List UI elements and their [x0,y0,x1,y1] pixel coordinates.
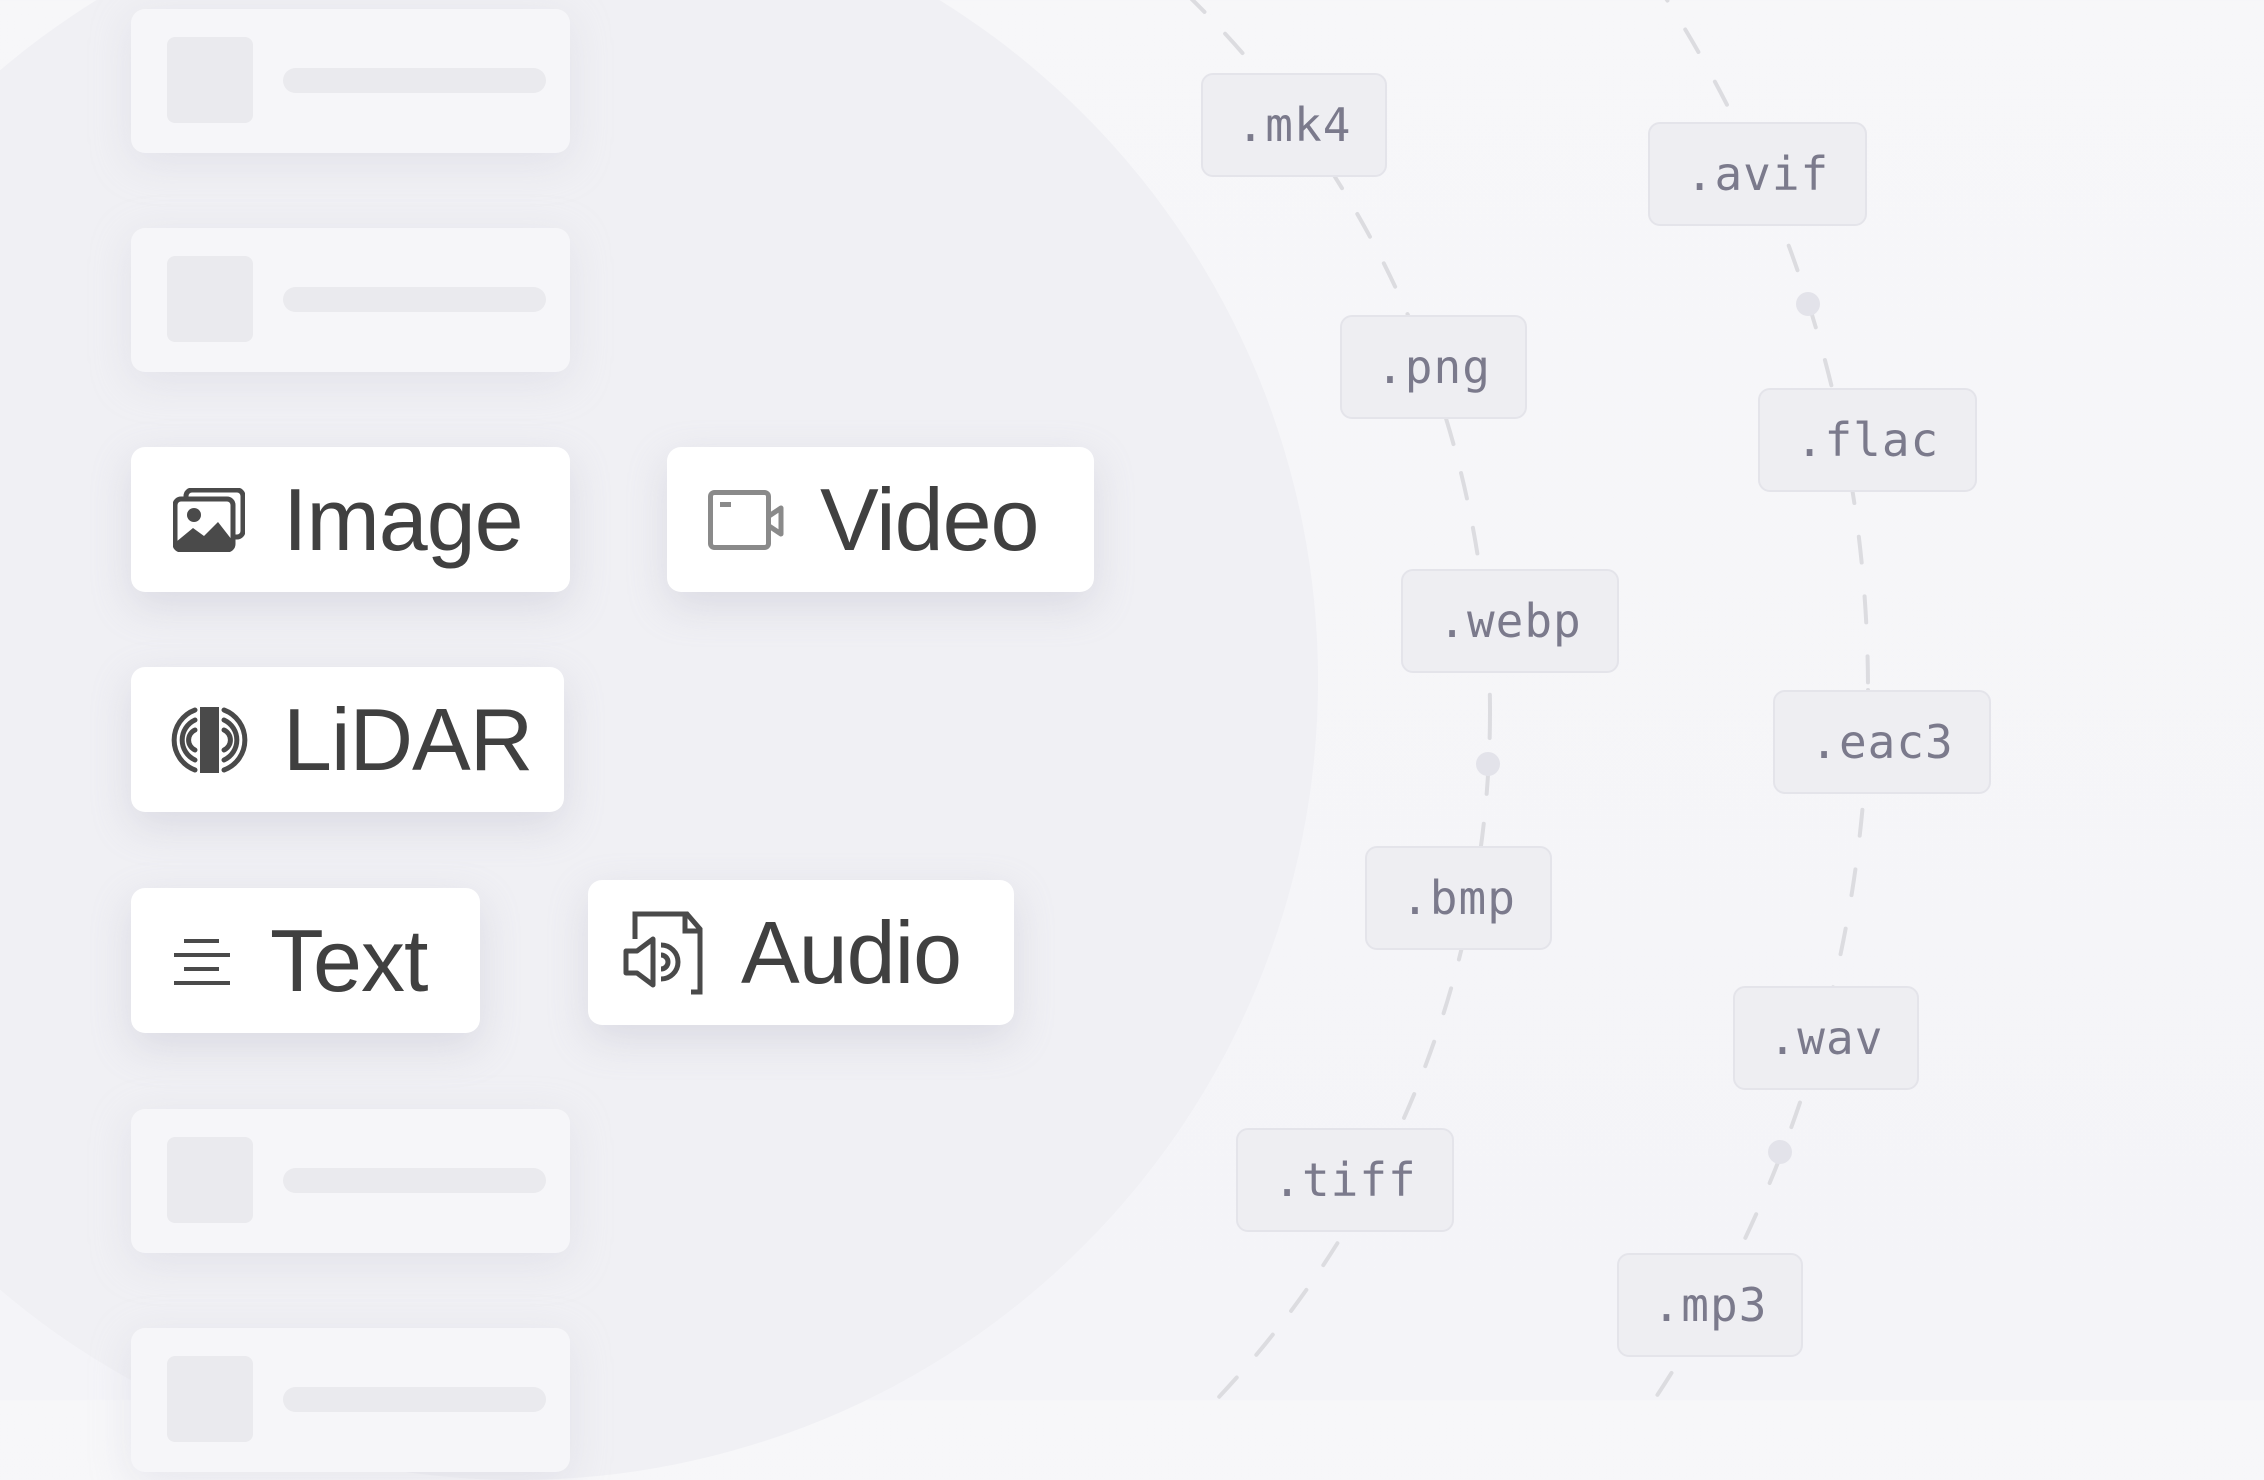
placeholder-text-bar [283,287,546,312]
data-type-card-audio[interactable]: Audio [588,880,1014,1025]
extension-chip-png: .png [1340,315,1527,419]
lidar-icon [165,706,255,774]
placeholder-card [131,228,570,372]
data-type-label: Text [270,910,428,1010]
inner-orbit [1189,0,1492,1400]
audio-file-icon [623,911,703,995]
placeholder-text-bar [283,68,546,93]
data-type-card-text[interactable]: Text [131,888,480,1033]
extension-chip-mp3: .mp3 [1617,1253,1803,1357]
extension-chip-avif: .avif [1648,122,1867,226]
text-lines-icon [174,937,230,985]
placeholder-thumbnail [167,1356,253,1442]
orbit-dot [1476,752,1500,776]
placeholder-thumbnail [167,37,253,123]
extension-chip-bmp: .bmp [1365,846,1552,950]
extension-chip-mk4: .mk4 [1201,73,1387,177]
extension-chip-tiff: .tiff [1236,1128,1454,1232]
data-type-label: Audio [741,902,962,1002]
orbit-dot [1768,1140,1792,1164]
data-type-card-image[interactable]: Image [131,447,570,592]
placeholder-text-bar [283,1168,546,1193]
placeholder-thumbnail [167,1137,253,1223]
extension-chip-wav: .wav [1733,986,1919,1090]
extension-chip-webp: .webp [1401,569,1619,673]
placeholder-card [131,1109,570,1253]
data-type-label: Video [820,469,1039,569]
data-type-label: Image [283,469,524,569]
placeholder-card [131,1328,570,1472]
extension-chip-eac3: .eac3 [1773,690,1991,794]
data-type-card-lidar[interactable]: LiDAR [131,667,564,812]
data-type-label: LiDAR [283,689,533,789]
orbit-dot [1796,292,1820,316]
placeholder-thumbnail [167,256,253,342]
placeholder-card [131,9,570,153]
data-type-card-video[interactable]: Video [667,447,1094,592]
extension-chip-flac: .flac [1758,388,1977,492]
image-stack-icon [173,487,245,552]
video-camera-icon [708,489,784,550]
